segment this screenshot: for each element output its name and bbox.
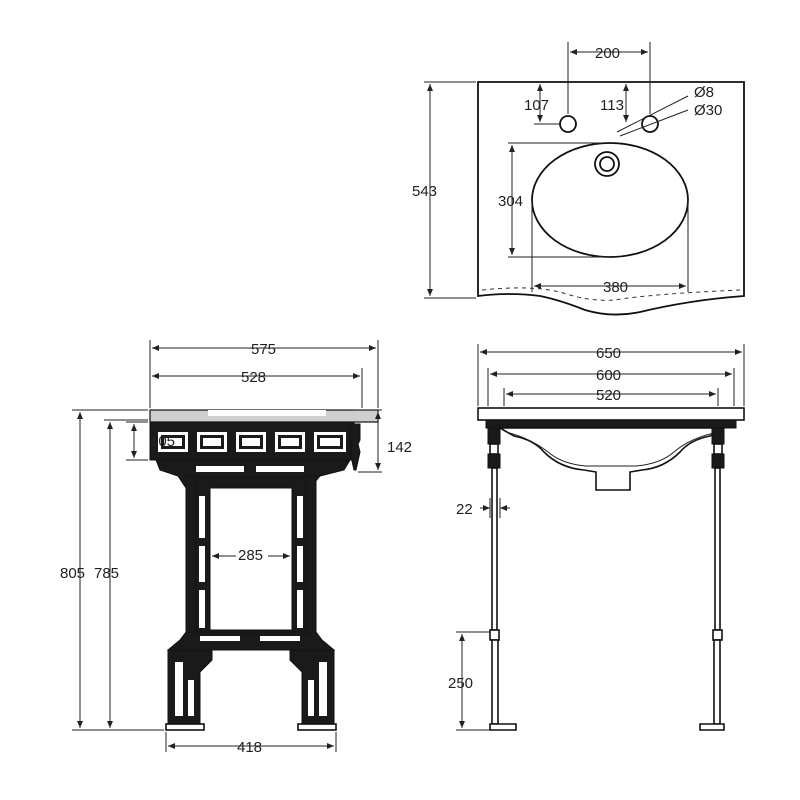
- dim-380: 380: [603, 279, 628, 296]
- dim-543: 543: [412, 183, 437, 200]
- basin-top-outline: [477, 81, 745, 316]
- overflow-inner: [599, 156, 615, 172]
- dim-650: 650: [596, 345, 621, 362]
- dim-hole-30: Ø30: [694, 102, 722, 119]
- finial: [349, 423, 361, 471]
- tap-hole-right: [641, 115, 659, 133]
- dim-528: 528: [241, 369, 266, 386]
- dim-600: 600: [596, 367, 621, 384]
- bowl-outline: [531, 142, 689, 258]
- front-view: 575 528 105 142 285 418 805 785: [60, 340, 412, 756]
- dim-418: 418: [237, 739, 262, 756]
- top-view: 543 200 107 113 Ø8 Ø30 304 380: [412, 42, 745, 316]
- side-leg-left: [487, 427, 517, 731]
- dim-285: 285: [238, 547, 263, 564]
- dim-805: 805: [60, 565, 85, 582]
- overflow-outer: [594, 151, 620, 177]
- dim-105: 105: [150, 433, 175, 450]
- side-bowl-profile: [496, 427, 728, 491]
- side-view: 650 600 520 22 250: [448, 344, 745, 731]
- dim-250: 250: [448, 675, 473, 692]
- dim-22: 22: [456, 501, 473, 518]
- dim-575: 575: [251, 341, 276, 358]
- dim-785: 785: [94, 565, 119, 582]
- side-leg-right: [699, 427, 725, 731]
- dim-107: 107: [524, 97, 549, 114]
- dim-hole-8: Ø8: [694, 84, 714, 101]
- tap-hole-left: [559, 115, 577, 133]
- dim-113: 113: [600, 97, 624, 114]
- dim-304: 304: [498, 193, 523, 210]
- side-slab: [477, 407, 745, 421]
- dim-142: 142: [387, 439, 412, 456]
- dim-200: 200: [595, 45, 620, 62]
- dim-520: 520: [596, 387, 621, 404]
